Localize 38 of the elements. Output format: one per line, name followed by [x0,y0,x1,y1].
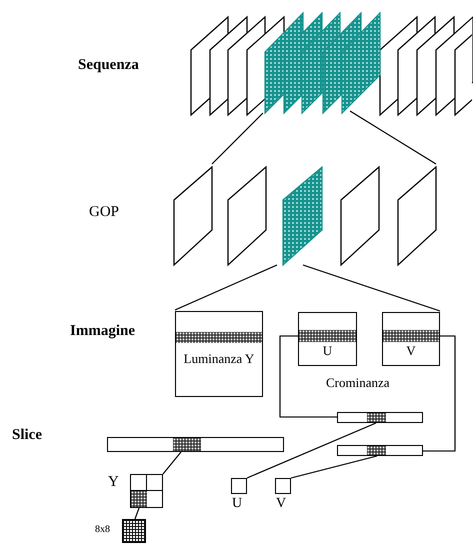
component-label: U [322,342,334,359]
connector-line [350,110,436,164]
plane-label: Luminanza Y [182,350,256,367]
slice-bar [107,437,284,452]
level-label: GOP [89,204,120,221]
level-label: Sequenza [78,57,139,74]
chroma-block [275,478,291,494]
slice-bar [337,445,423,456]
level-label: Immagine [70,323,135,340]
highlighted-frame-stack [265,13,380,113]
connector-line [174,264,278,310]
connector-line [212,112,264,164]
connector-line [423,335,456,452]
connector-line [279,335,337,418]
video-frame [228,165,266,265]
component-label: V [405,342,417,359]
pixel-block-grid [122,519,146,543]
block-label: 8x8 [95,524,110,535]
connector-line [246,422,376,478]
highlighted-video-frame [283,165,322,265]
video-frame [398,165,436,265]
video-frame [341,165,379,265]
block-label: V [276,496,286,512]
level-label: Slice [12,427,42,444]
image-plane-box [298,312,357,366]
image-plane-box [175,311,263,397]
block-label: Y [108,474,119,491]
block-label: U [232,496,242,512]
chroma-block [231,478,247,494]
macroblock-grid [130,474,163,508]
connector-line [134,508,140,520]
image-plane-box [382,312,440,366]
connector-line [162,452,182,474]
video-frame [174,165,212,265]
connector-line [302,264,440,312]
group-label: Crominanza [326,375,390,391]
connector-line [290,455,378,479]
slice-bar [337,412,423,423]
